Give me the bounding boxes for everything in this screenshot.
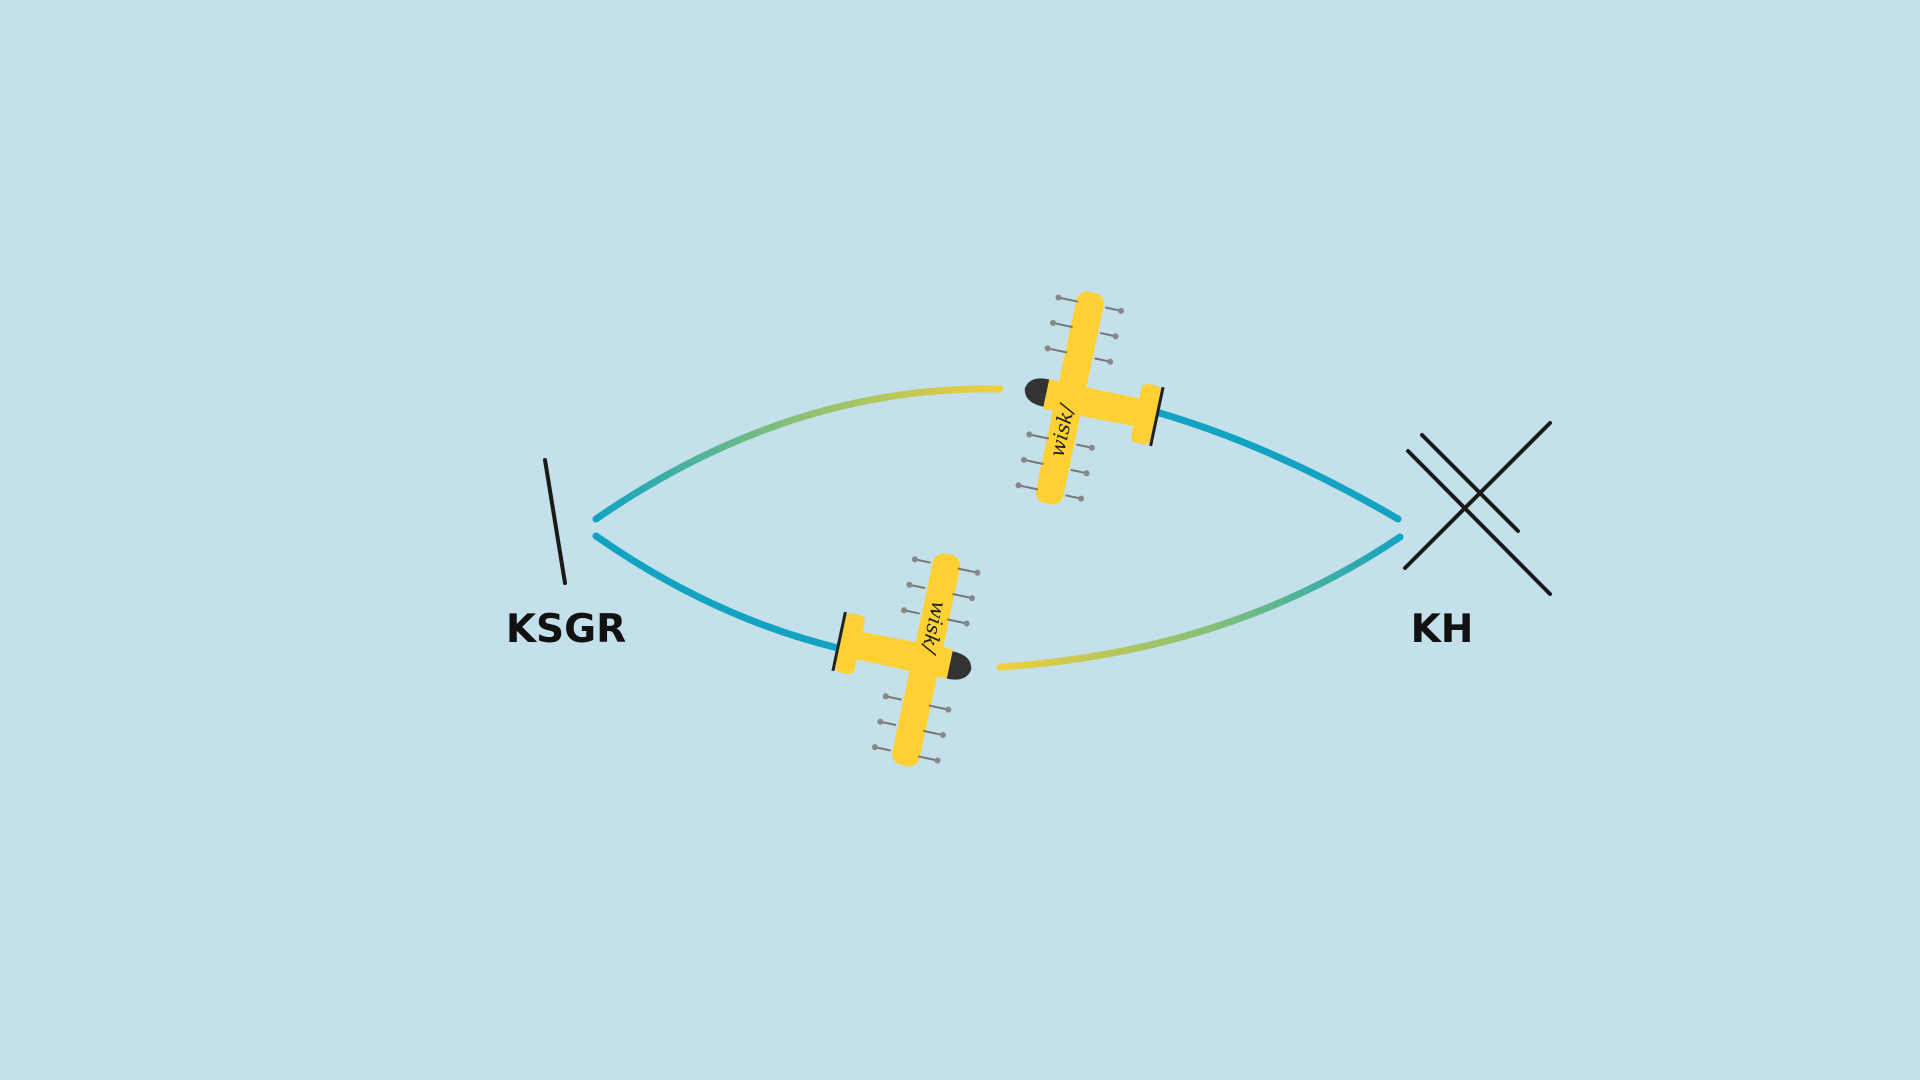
origin-airport-label: KSGR (506, 607, 626, 652)
aircraft-top: wisk/ (1015, 291, 1165, 505)
route-top-trail (592, 385, 1004, 523)
route-bottom-trail (996, 533, 1404, 671)
runway-crossed-icon (1403, 421, 1552, 596)
destination-airport-label: KH (1411, 607, 1474, 652)
aircraft-top-body: wisk/ (1015, 291, 1165, 505)
aircraft-bottom-body: wisk/ (831, 553, 981, 767)
runway-single-icon (543, 458, 567, 585)
aircraft-bottom: wisk/ (831, 553, 981, 767)
